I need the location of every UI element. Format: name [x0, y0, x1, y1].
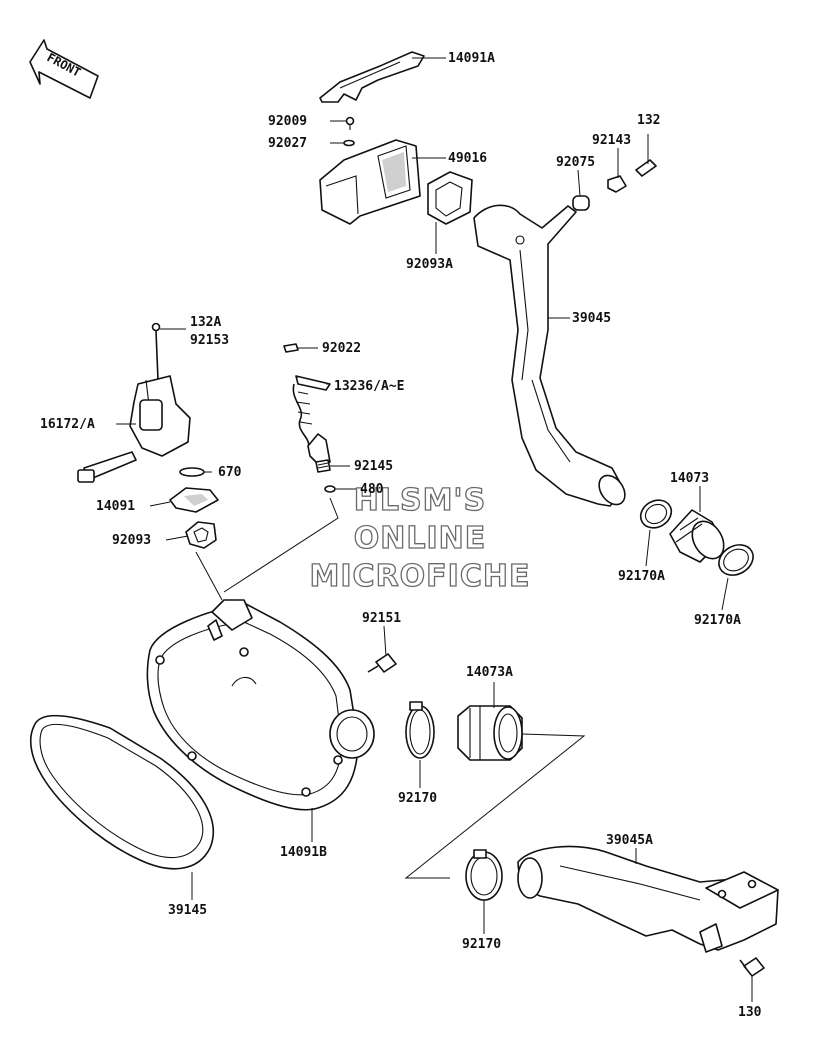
cap-14091: [169, 487, 219, 513]
front-direction-arrow: FRONT: [29, 39, 99, 99]
part-label-92170A-left: 92170A: [618, 569, 665, 584]
bolt-92151: [367, 653, 397, 673]
part-label-670: 670: [218, 465, 242, 480]
bolt-130: [739, 957, 765, 977]
part-label-132: 132: [637, 113, 660, 128]
part-label-92143: 92143: [592, 133, 631, 148]
part-label-92170-lower: 92170: [462, 937, 501, 952]
part-label-92009: 92009: [268, 114, 307, 129]
actuator-16172: [77, 375, 191, 483]
watermark-line-2: ONLINE: [354, 521, 487, 556]
clamp-92170A-left: [639, 499, 673, 529]
duct-cover-14091A: [319, 51, 425, 103]
part-label-130: 130: [738, 1005, 762, 1020]
part-label-39045A: 39045A: [606, 833, 653, 848]
washer-92027: [343, 139, 355, 147]
screw-92009: [345, 116, 355, 130]
nut-92143: [607, 175, 627, 193]
inlet-duct-49016: [319, 139, 421, 225]
bolt-132A-92153: [151, 322, 161, 381]
duct-hose-39045A: [517, 845, 779, 953]
part-label-14073A: 14073A: [466, 665, 513, 680]
part-label-39045: 39045: [572, 311, 611, 326]
spring-92145: [315, 459, 331, 473]
drive-belt-39145: [29, 714, 215, 870]
part-label-49016: 49016: [448, 151, 487, 166]
part-label-92027: 92027: [268, 136, 307, 151]
part-label-16172: 16172/A: [40, 417, 95, 432]
cvt-cover-14091B: [146, 599, 375, 811]
oring-670: [179, 467, 205, 477]
duct-hose-39045: [473, 204, 626, 507]
lever-13236: [292, 375, 331, 469]
part-label-92093: 92093: [112, 533, 151, 548]
part-label-92075: 92075: [556, 155, 595, 170]
clamp-92170-middle: [405, 701, 435, 759]
part-label-13236: 13236/A~E: [334, 379, 404, 394]
watermark: HLSM'S ONLINE MICROFICHE: [309, 482, 531, 594]
leader-lines: [116, 57, 753, 1002]
part-label-92170A-right: 92170A: [694, 613, 741, 628]
part-label-92093A: 92093A: [406, 257, 453, 272]
part-label-92153: 92153: [190, 333, 229, 348]
clip-92022: [283, 343, 299, 353]
part-label-14073: 14073: [670, 471, 709, 486]
seal-92093A: [427, 171, 473, 225]
watermark-line-1: HLSM'S: [354, 483, 486, 518]
grommet-92075: [572, 195, 590, 211]
part-label-92151: 92151: [362, 611, 401, 626]
clamp-92170-lower: [465, 849, 503, 901]
part-label-39145: 39145: [168, 903, 207, 918]
duct-sleeve-14073: [669, 509, 725, 563]
part-label-14091: 14091: [96, 499, 135, 514]
part-label-14091B: 14091B: [280, 845, 327, 860]
part-label-92170-middle: 92170: [398, 791, 437, 806]
part-label-132A: 132A: [190, 315, 221, 330]
part-label-92145: 92145: [354, 459, 393, 474]
ring-480: [324, 485, 336, 493]
gasket-92093: [185, 521, 217, 549]
part-label-480: 480: [360, 482, 384, 497]
bolt-132: [635, 159, 657, 177]
part-label-92022: 92022: [322, 341, 361, 356]
duct-sleeve-14073A: [457, 705, 523, 761]
watermark-line-3: MICROFICHE: [310, 559, 531, 594]
part-label-14091A: 14091A: [448, 51, 495, 66]
clamp-92170A-right: [718, 544, 754, 576]
part-labels: 14091A 92009 92027 49016 92093A 132 9214…: [40, 51, 762, 1020]
